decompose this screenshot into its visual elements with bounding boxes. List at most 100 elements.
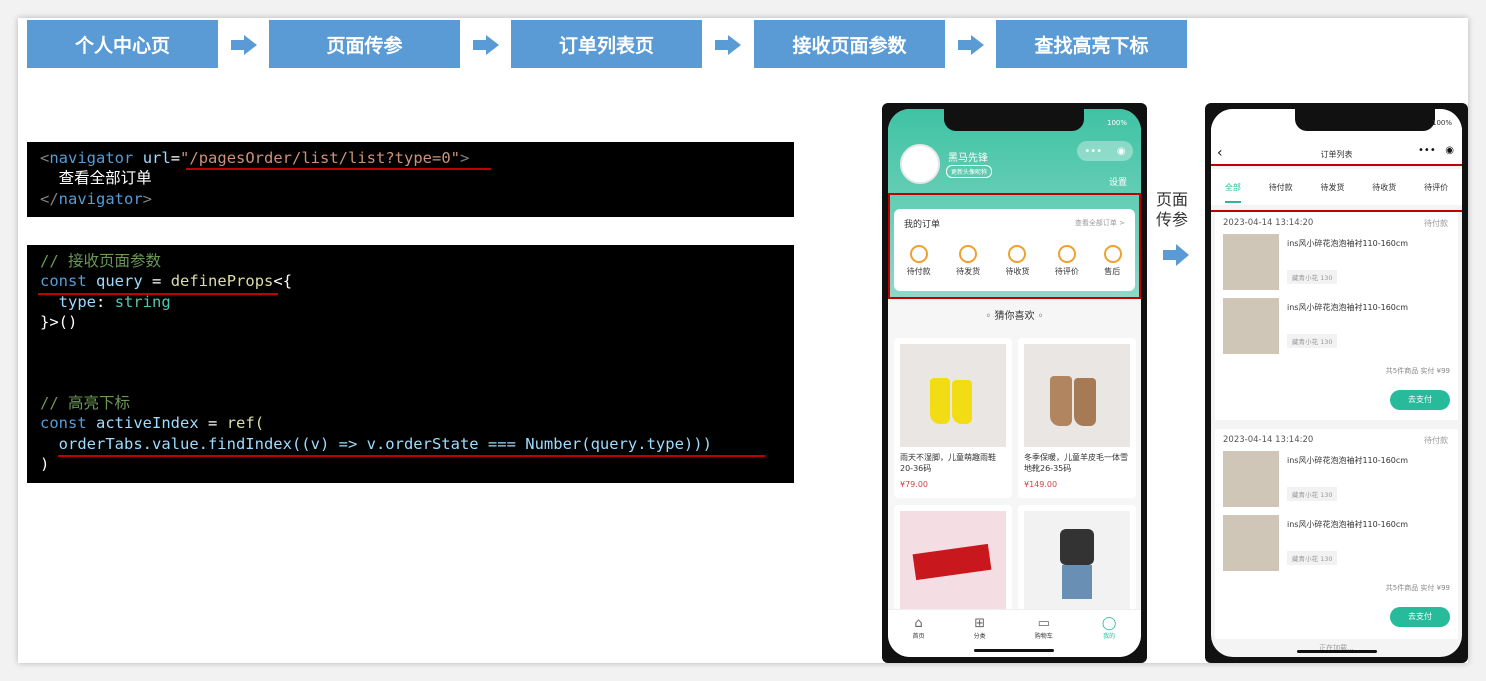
notch [944,109,1084,131]
more-icon[interactable]: ••• [1084,145,1103,157]
tab-pending-receive[interactable]: 待收货 [1372,182,1397,192]
order-pending-pay[interactable]: 待付款 [907,245,931,277]
product-image[interactable] [1223,451,1279,507]
highlight-box [1211,164,1462,212]
flow-step-3: 订单列表页 [511,20,702,68]
tab-home[interactable]: ⌂首页 [912,616,925,640]
order-summary: 共5件商品 实付 ¥99 [1385,584,1450,592]
arrow-right-icon [231,35,257,55]
truck-icon [1008,245,1027,263]
tab-cart[interactable]: ▭购物车 [1034,616,1053,640]
more-icon[interactable]: ••• [1418,145,1436,156]
flow-step-1: 个人中心页 [27,20,218,68]
order-pending-review[interactable]: 待评价 [1055,245,1079,277]
product-image[interactable] [1223,515,1279,571]
tab-pending-review[interactable]: 待评价 [1424,182,1449,192]
order-tabs: 全部 待付款 待发货 待收货 待评价 [1211,169,1462,205]
tab-pending-ship[interactable]: 待发货 [1320,182,1345,192]
record-icon[interactable]: ◉ [1116,145,1126,157]
username: 黑马先锋 [948,153,988,164]
product-sku: 藏青小花 130 [1287,334,1338,348]
product-card[interactable] [1018,505,1136,615]
arrow-right-icon [715,35,741,55]
order-status: 待付款 [1424,219,1448,228]
flow-step-4: 接收页面参数 [754,20,945,68]
page-title: 订单列表 [1320,150,1353,159]
battery-text: 100% [1431,119,1452,127]
tab-category[interactable]: ⊞分类 [973,616,986,640]
arrow-right-icon [1163,244,1189,266]
pay-button[interactable]: 去支付 [1390,390,1450,410]
settings-link[interactable]: 设置 [1108,178,1127,188]
product-sku: 藏青小花 130 [1287,551,1338,565]
order-card: 2023-04-14 13:14:20 待付款 ins风小碎花泡泡袖衬110-1… [1215,212,1458,420]
profile-badge[interactable]: 更新头像昵称 [946,165,993,178]
product-card[interactable]: 冬季保暖，儿童羊皮毛一体雪地靴26-35码 ¥149.00 [1018,338,1136,498]
product-name: ins风小碎花泡泡袖衬110-160cm [1287,239,1409,248]
record-icon[interactable]: ◉ [1445,145,1454,156]
product-name: ins风小碎花泡泡袖衬110-160cm [1287,456,1409,465]
home-indicator [1297,650,1377,653]
code-block-props: // 接收页面参数 const query = defineProps<{ ty… [27,245,794,483]
order-card: 2023-04-14 13:14:20 待付款 ins风小碎花泡泡袖衬110-1… [1215,429,1458,639]
order-pending-receive[interactable]: 待收货 [1005,245,1029,277]
order-time: 2023-04-14 13:14:20 [1223,435,1314,445]
pay-button[interactable]: 去支付 [1390,607,1450,627]
tab-mine[interactable]: ◯我的 [1101,616,1117,640]
transfer-label: 页面 传参 [1156,190,1189,229]
gift-box-image [900,511,1006,611]
flow-step-5: 查找高亮下标 [996,20,1187,68]
order-icons: 待付款 待发货 待收货 待评价 售后 [894,245,1135,277]
notch [1295,109,1435,131]
order-summary: 共5件商品 实付 ¥99 [1385,367,1450,375]
kids-outfit-image [1024,511,1130,611]
battery-text: 100% [1106,119,1127,127]
highlight-box [888,193,1141,299]
slide: 个人中心页 页面传参 订单列表页 接收页面参数 查找高亮下标 <navigato… [18,18,1468,663]
capsule-menu[interactable]: ••• ◉ [1077,141,1133,161]
heart-icon [1057,245,1076,263]
underline-mark [58,455,765,457]
cart-icon: ▭ [1037,616,1050,631]
phone-order-list: 100% ‹ 订单列表 ••• ◉ 全部 待付款 待发货 待收货 待评价 202… [1205,103,1468,663]
orders-title: 我的订单 [904,220,941,230]
order-pending-ship[interactable]: 待发货 [956,245,980,277]
product-name: 冬季保暖，儿童羊皮毛一体雪地靴26-35码 [1024,453,1128,473]
capsule-menu[interactable]: ••• ◉ [1418,145,1454,156]
product-sku: 藏青小花 130 [1287,270,1338,284]
product-image[interactable] [1223,298,1279,354]
guess-title: ◦ 猜你喜欢 ◦ [985,311,1044,322]
order-time: 2023-04-14 13:14:20 [1223,218,1314,228]
boots-yellow-image [900,344,1006,447]
product-name: ins风小碎花泡泡袖衬110-160cm [1287,303,1409,312]
loading-text: 正在加载... [1319,644,1354,652]
boots-brown-image [1024,344,1130,447]
product-price: ¥79.00 [900,480,928,489]
orders-card: 我的订单 查看全部订单 > 待付款 待发货 待收货 待评价 售后 [894,209,1135,291]
product-name: 雨天不湿脚，儿童萌趣雨鞋20-36码 [900,453,996,473]
tab-pending-pay[interactable]: 待付款 [1268,182,1293,192]
product-price: ¥149.00 [1024,480,1058,489]
grid-icon: ⊞ [974,616,986,631]
product-name: ins风小碎花泡泡袖衬110-160cm [1287,520,1409,529]
product-sku: 藏青小花 130 [1287,487,1338,501]
product-card[interactable]: 雨天不湿脚，儿童萌趣雨鞋20-36码 ¥79.00 [894,338,1012,498]
underline-mark [38,293,278,295]
back-icon[interactable]: ‹ [1217,145,1223,161]
product-card[interactable] [894,505,1012,615]
home-icon: ⌂ [914,616,923,631]
underline-mark [186,168,491,170]
arrow-right-icon [958,35,984,55]
order-after-sale[interactable]: 售后 [1104,245,1123,277]
avatar[interactable] [900,144,940,184]
user-icon: ◯ [1101,616,1117,631]
arrow-right-icon [473,35,499,55]
orders-all-link[interactable]: 查看全部订单 > [1074,219,1125,227]
tab-all[interactable]: 全部 [1224,182,1241,203]
order-status: 待付款 [1424,436,1448,445]
phone-profile: 100% 黑马先锋 更新头像昵称 ••• ◉ 设置 我的订单 查看全部订单 > 待… [882,103,1147,663]
wallet-icon [909,245,928,263]
box-icon [959,245,978,263]
product-image[interactable] [1223,234,1279,290]
headset-icon [1104,245,1123,263]
